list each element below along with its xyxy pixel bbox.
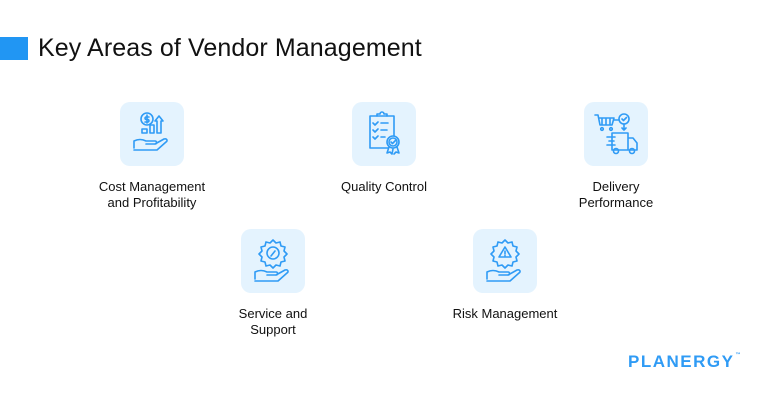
quality-control-label: Quality Control [294, 179, 474, 195]
label-line: Performance [578, 195, 654, 210]
logo-text: PLANERGY [628, 352, 735, 371]
hand-money-growth-icon [133, 112, 168, 151]
label-line: Quality Control [341, 179, 427, 194]
trademark: ™ [735, 352, 741, 358]
title-accent-bar [0, 37, 28, 60]
label-line: Delivery [592, 179, 640, 194]
delivery-performance-label: Delivery Performance [526, 179, 706, 211]
cart-truck-delivery-icon [594, 113, 638, 155]
hand-gear-warning-icon [486, 239, 521, 282]
service-support-card [241, 229, 305, 293]
risk-management-label: Risk Management [415, 306, 595, 322]
risk-management-card [473, 229, 537, 293]
service-support-label: Service and Support [183, 306, 363, 338]
label-line: and Profitability [107, 195, 197, 210]
planergy-logo: PLANERGY™ [628, 352, 740, 372]
clipboard-checklist-badge-icon [369, 111, 400, 155]
delivery-performance-card [584, 102, 648, 166]
page-title: Key Areas of Vendor Management [38, 34, 422, 62]
hand-gear-wrench-icon [254, 239, 289, 282]
label-line: Support [250, 322, 296, 337]
label-line: Cost Management [98, 179, 206, 194]
cost-management-card [120, 102, 184, 166]
label-line: Service and [238, 306, 308, 321]
cost-management-label: Cost Management and Profitability [62, 179, 242, 211]
quality-control-card [352, 102, 416, 166]
label-line: Risk Management [452, 306, 558, 321]
